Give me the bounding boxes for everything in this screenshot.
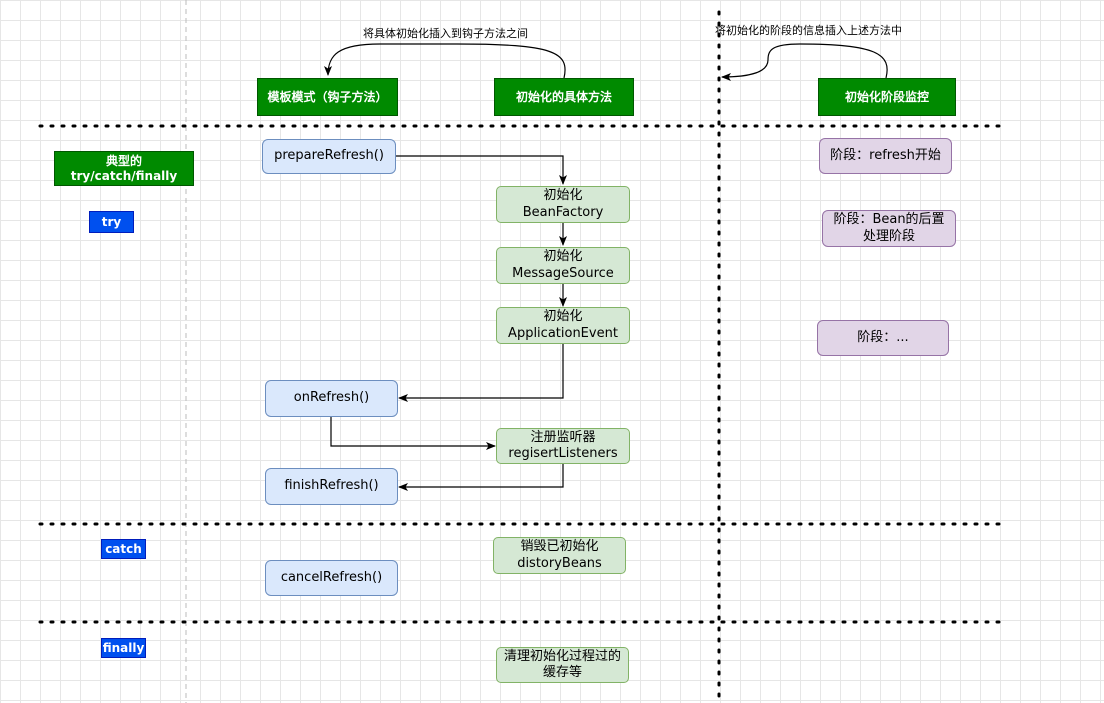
step-destroy-beans-line2: distoryBeans [517,555,602,571]
step-init-bean-factory-line2: BeanFactory [522,204,604,220]
step-destroy-beans[interactable]: 销毁已初始化 distoryBeans [493,537,626,574]
header-concrete-methods[interactable]: 初始化的具体方法 [494,78,634,116]
section-catch[interactable]: catch [101,539,146,559]
section-try[interactable]: try [89,211,134,233]
step-clear-cache-line1: 清理初始化过程过的 [503,648,621,664]
stage-bean-post-process[interactable]: 阶段：Bean的后置 处理阶段 [822,210,956,247]
arrow-listeners-to-finishrefresh [398,464,564,491]
arrow-onrefresh-to-listeners [330,417,496,450]
step-clear-cache[interactable]: 清理初始化过程过的 缓存等 [496,647,629,683]
step-register-listeners[interactable]: 注册监听器 regisertListeners [496,428,630,464]
stage-bean-post-process-line1: 阶段：Bean的后置 [833,212,945,228]
stage-refresh-start[interactable]: 阶段：refresh开始 [819,138,952,174]
arrow-applicationevent-to-onrefresh [398,344,564,402]
curve-arrow-insert-monitor [721,43,888,81]
curve-arrow-insert-hooks [324,43,566,79]
step-init-message-source-line2: MessageSource [512,265,614,281]
hook-prepare-refresh[interactable]: prepareRefresh() [262,139,396,174]
step-destroy-beans-line1: 销毁已初始化 [520,539,599,555]
step-init-application-event[interactable]: 初始化 ApplicationEvent [496,307,630,344]
hook-finish-refresh[interactable]: finishRefresh() [265,468,398,505]
step-init-application-event-line1: 初始化 [543,309,583,325]
section-typical-try-catch-finally[interactable]: 典型的try/catch/finally [54,151,194,186]
section-finally[interactable]: finally [101,638,146,658]
hook-on-refresh[interactable]: onRefresh() [265,380,398,417]
note-insert-between-hooks: 将具体初始化插入到钩子方法之间 [363,27,528,40]
note-insert-monitor-info: 将初始化的阶段的信息插入上述方法中 [715,24,902,37]
arrow-prepare-to-beanfactory [396,155,567,185]
header-monitoring[interactable]: 初始化阶段监控 [818,78,956,116]
step-init-message-source[interactable]: 初始化 MessageSource [496,247,630,284]
hook-cancel-refresh[interactable]: cancelRefresh() [265,560,398,596]
step-register-listeners-line2: regisertListeners [508,446,618,461]
step-register-listeners-line1: 注册监听器 [530,429,596,445]
step-clear-cache-line2: 缓存等 [542,665,582,680]
header-template-pattern[interactable]: 模板模式（钩子方法） [257,78,398,116]
step-init-bean-factory-line1: 初始化 [543,188,583,204]
step-init-message-source-line1: 初始化 [543,249,583,265]
step-init-application-event-line2: ApplicationEvent [508,325,618,341]
stage-bean-post-process-line2: 处理阶段 [862,228,915,244]
step-init-bean-factory[interactable]: 初始化 BeanFactory [496,186,630,223]
stage-ellipsis[interactable]: 阶段：... [817,320,949,356]
